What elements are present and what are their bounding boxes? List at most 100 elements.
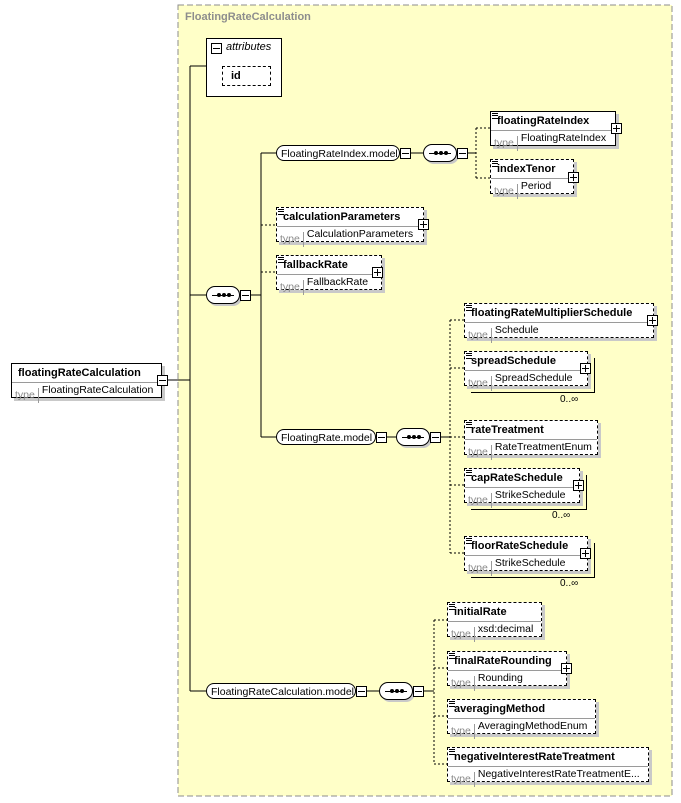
collapse-icon[interactable] [400,148,411,159]
expand-icon[interactable] [580,363,591,374]
collapse-icon[interactable] [430,432,441,443]
type-key: type [491,136,518,151]
type-key: type [491,184,518,199]
type-value: StrikeSchedule [494,557,566,569]
type-value: NegativeInterestRateTreatmentE... [477,768,640,780]
collapse-icon[interactable] [211,43,222,54]
type-value: CalculationParameters [306,228,414,240]
sequence-compositor-icon [206,286,240,304]
collapse-icon[interactable] [413,686,424,697]
type-key: type [277,232,304,247]
expand-icon[interactable] [611,123,622,134]
documentation-icon [449,749,455,755]
type-key: type [465,493,492,508]
attributes-label: attributes [226,41,272,53]
type-value: Rounding [477,672,523,684]
documentation-icon [449,653,455,659]
attributes-box: attributes id [206,38,282,97]
type-value: xsd:decimal [477,623,534,635]
type-value: SpreadSchedule [494,372,573,384]
documentation-icon [466,538,472,544]
element-name: averagingMethod [454,703,546,715]
type-key: type [465,328,492,343]
type-value: Schedule [494,324,539,336]
sequence-compositor-icon [396,428,430,446]
collapse-icon[interactable] [356,686,367,697]
expand-icon[interactable] [568,172,579,183]
documentation-icon [449,604,455,610]
type-key: type [448,724,475,739]
documentation-icon [449,701,455,707]
collapse-icon[interactable] [376,432,387,443]
sequence-compositor-icon [423,144,457,162]
type-key: type [448,772,475,787]
documentation-icon [492,113,498,119]
model-group-floatingRate[interactable]: FloatingRate.model [276,429,376,445]
expand-icon[interactable] [418,219,429,230]
element-name: negativeInterestRateTreatment [454,751,615,763]
documentation-icon [492,161,498,167]
model-group-floatingRateCalculation[interactable]: FloatingRateCalculation.model [206,683,356,699]
element-name: floatingRateMultiplierSchedule [471,307,633,319]
expand-icon[interactable] [573,480,584,491]
collapse-icon[interactable] [457,148,468,159]
type-value: Period [520,180,552,192]
type-key: type [277,280,304,295]
expand-icon[interactable] [647,315,658,326]
element-name: floorRateSchedule [471,540,569,552]
element-name: fallbackRate [283,259,348,271]
type-value: FloatingRateIndex [520,132,607,144]
element-name: indexTenor [497,163,556,175]
type-value: RateTreatmentEnum [494,441,592,453]
type-key: type [448,676,475,691]
attribute-id[interactable]: id [222,66,271,86]
element-name: calculationParameters [283,211,401,223]
element-name: finalRateRounding [454,655,552,667]
model-group-floatingRateIndex[interactable]: FloatingRateIndex.model [276,145,400,161]
type-value: AveragingMethodEnum [477,720,588,732]
collapse-icon[interactable] [157,375,168,386]
occurrence-label: 0..∞ [552,510,571,521]
expand-icon[interactable] [580,548,591,559]
type-value: StrikeSchedule [494,489,566,501]
type-value: FloatingRateCalculation [41,384,154,396]
element-name: floatingRateCalculation [18,367,141,379]
documentation-icon [466,353,472,359]
sequence-compositor-icon [379,682,413,700]
expand-icon[interactable] [561,663,572,674]
type-key: type [465,376,492,391]
collapse-icon[interactable] [240,290,251,301]
documentation-icon [466,305,472,311]
expand-icon[interactable] [372,267,383,278]
occurrence-label: 0..∞ [560,394,579,405]
documentation-icon [278,257,284,263]
documentation-icon [278,209,284,215]
element-name: floatingRateIndex [497,115,590,127]
connector-lines [167,65,490,765]
